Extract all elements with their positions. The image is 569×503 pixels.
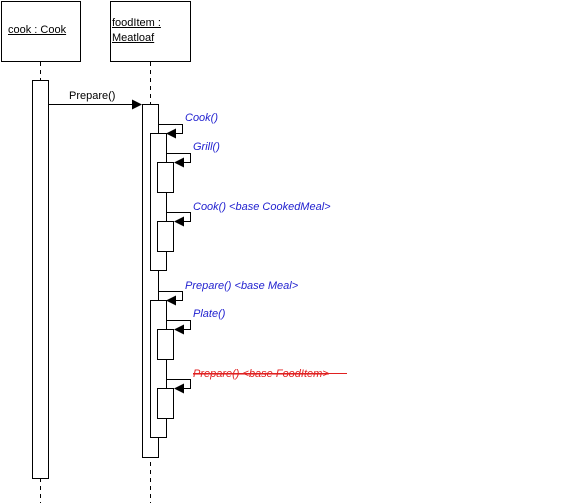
- self-call-cook-base-arrow: [166, 212, 191, 227]
- activation-prepare-struck: [157, 388, 174, 419]
- lifeline-fooditem-name-line1: foodItem :: [112, 17, 161, 29]
- self-call-plate-arrow: [166, 320, 191, 335]
- self-call-cook-label: Cook(): [185, 112, 218, 124]
- message-prepare-label: Prepare(): [69, 90, 115, 102]
- self-call-prepare-base-arrow: [158, 291, 183, 306]
- self-call-prepare-base-label: Prepare() <base Meal>: [185, 280, 299, 292]
- self-call-cook-arrow: [158, 124, 183, 139]
- self-call-cook-base-label: Cook() <base CookedMeal>: [193, 201, 331, 213]
- activation-cook: [32, 80, 49, 479]
- self-call-prepare-struck-arrow: [166, 379, 191, 394]
- activation-grill: [157, 162, 174, 193]
- activation-cook-base: [157, 221, 174, 252]
- lifeline-head-cook: [1, 1, 81, 62]
- lifeline-cook-name: cook : Cook: [8, 24, 67, 36]
- activation-plate: [157, 329, 174, 360]
- lifeline-fooditem-name-line2: Meatloaf: [112, 32, 155, 44]
- self-call-grill-arrow: [166, 153, 191, 168]
- lifeline-head-fooditem: [110, 1, 191, 62]
- self-call-plate-label: Plate(): [193, 308, 226, 320]
- self-call-grill-label: Grill(): [193, 141, 220, 153]
